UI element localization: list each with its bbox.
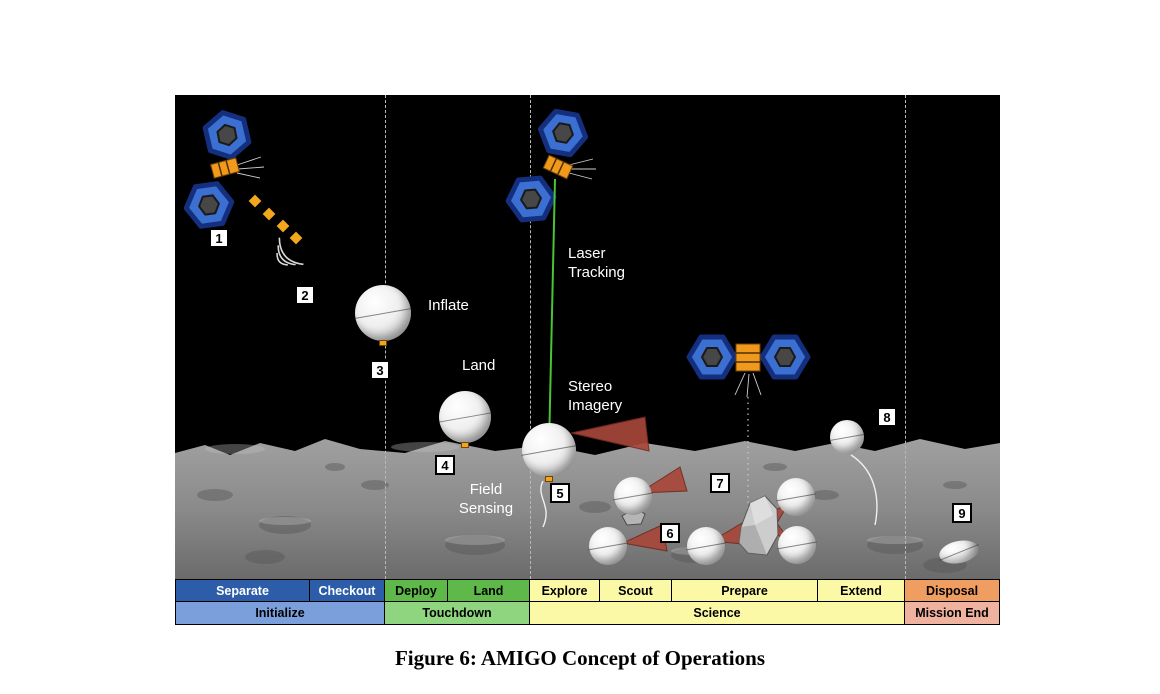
annotation-land: Land: [462, 357, 496, 374]
field-sensing-brace: [540, 480, 547, 528]
spacecraft-tracking: [506, 109, 596, 221]
payload-box-icon: [379, 340, 387, 346]
phase-cell-explore: Explore: [530, 579, 600, 602]
annotation-inflate: Inflate: [428, 297, 469, 314]
marker-9: 9: [952, 503, 972, 523]
sphere-prepare-1: [687, 527, 725, 565]
payload-box-icon: [461, 442, 469, 448]
large-rock-facet: [750, 496, 773, 525]
annotation-laser-tracking: Laser Tracking: [568, 245, 625, 281]
sphere-prepare-3: [778, 526, 816, 564]
payload-box-icon: [545, 476, 553, 482]
phase-cell-mission-end: Mission End: [905, 602, 1000, 625]
stereo-cone: [570, 416, 650, 452]
phase-cell-checkout: Checkout: [310, 579, 385, 602]
sphere-explore: [522, 423, 576, 477]
phase-divider-3: [905, 95, 906, 579]
annotation-stereo-imagery: Stereo Imagery: [568, 378, 623, 414]
figure-caption: Figure 6: AMIGO Concept of Operations: [394, 646, 765, 670]
sphere-inflate: [355, 285, 411, 341]
phase-cell-prepare: Prepare: [672, 579, 818, 602]
large-rock-shadow: [739, 525, 767, 555]
phase-cell-extend: Extend: [818, 579, 905, 602]
sphere-land: [439, 391, 491, 443]
phase-cell-science: Science: [530, 602, 905, 625]
scene-overlay: [175, 95, 878, 556]
sphere-extend: [830, 420, 864, 454]
spacecraft-separating: [183, 109, 265, 228]
phase-row-phases: Initialize Touchdown Science Mission End: [175, 602, 1000, 625]
laser-beam: [548, 178, 556, 448]
antenna-whiskers-icon: [236, 156, 265, 179]
phase-cell-initialize: Initialize: [175, 602, 385, 625]
phase-cell-disposal: Disposal: [905, 579, 1000, 602]
phase-cell-scout: Scout: [600, 579, 672, 602]
antenna-whiskers-icon: [734, 372, 762, 398]
phase-cell-deploy: Deploy: [385, 579, 448, 602]
scene: Inflate Land Laser Tracking Stereo Image…: [175, 95, 1000, 579]
crater-rims: [205, 442, 923, 555]
marker-1: 1: [209, 228, 229, 248]
extend-arc: [850, 454, 878, 526]
spacecraft-hovering: [689, 337, 808, 398]
deploy-trajectory-icon: [248, 194, 303, 245]
sphere-scout-1: [614, 477, 652, 515]
antenna-whiskers-icon: [568, 158, 596, 180]
phase-cell-land: Land: [448, 579, 530, 602]
scout-cone-1: [637, 466, 688, 494]
phase-timeline: Separate Checkout Deploy Land Explore Sc…: [175, 579, 1000, 625]
phase-cell-separate: Separate: [175, 579, 310, 602]
radio-waves-icon: [276, 237, 304, 266]
phase-row-subphases: Separate Checkout Deploy Land Explore Sc…: [175, 579, 1000, 602]
marker-5: 5: [550, 483, 570, 503]
connector-icon: [735, 343, 761, 372]
phase-cell-touchdown: Touchdown: [385, 602, 530, 625]
sphere-scout-2: [589, 527, 627, 565]
marker-4: 4: [435, 455, 455, 475]
marker-2: 2: [295, 285, 315, 305]
conops-figure: Inflate Land Laser Tracking Stereo Image…: [175, 95, 1000, 625]
marker-7: 7: [710, 473, 730, 493]
marker-8: 8: [877, 407, 897, 427]
phase-divider-2: [530, 95, 531, 579]
guide-curves: [540, 454, 878, 528]
marker-3: 3: [370, 360, 390, 380]
annotation-field-sensing: Field Sensing: [458, 481, 514, 517]
marker-6: 6: [660, 523, 680, 543]
sphere-prepare-2: [777, 478, 815, 516]
